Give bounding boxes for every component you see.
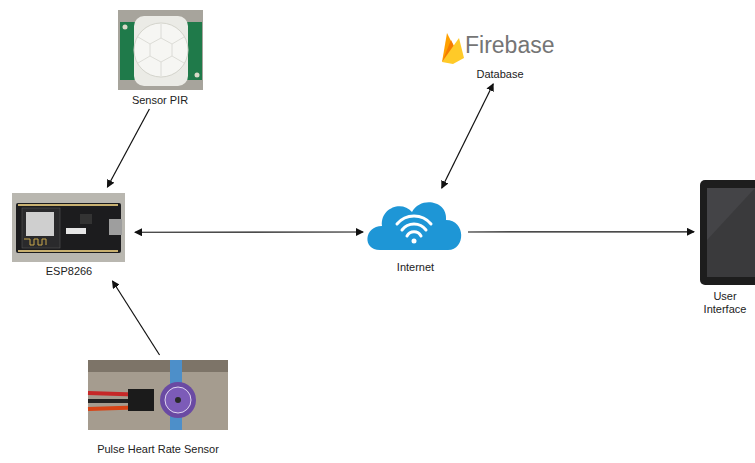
node-label: Database bbox=[432, 68, 568, 81]
board-node: ESP8266 bbox=[5, 190, 133, 278]
sensor-node: Sensor PIR bbox=[107, 8, 213, 107]
internet-cloud bbox=[367, 202, 461, 250]
node-label: ESP8266 bbox=[5, 265, 133, 278]
brand-text: Firebase bbox=[432, 28, 568, 62]
database-node: FirebaseDatabase bbox=[432, 28, 568, 81]
pulse-sensor-picture bbox=[88, 360, 228, 430]
arrow-connector bbox=[135, 231, 363, 232]
device-node: User Interface bbox=[697, 178, 753, 316]
cloud-node: Internet bbox=[365, 190, 466, 274]
arrow-connector bbox=[113, 281, 160, 355]
tablet-picture bbox=[700, 180, 755, 285]
node-label: Pulse Heart Rate Sensor bbox=[80, 443, 236, 456]
pir-sensor-picture bbox=[118, 10, 203, 90]
arrow-connector bbox=[468, 231, 694, 232]
node-label: Internet bbox=[365, 261, 466, 274]
esp8266-picture bbox=[12, 193, 125, 262]
arrow-connector bbox=[107, 109, 149, 187]
firebase-logo bbox=[442, 33, 464, 64]
arrow-connector bbox=[442, 84, 493, 188]
node-label: User Interface bbox=[697, 290, 753, 316]
node-label: Sensor PIR bbox=[107, 94, 213, 107]
sensor-node: Pulse Heart Rate Sensor bbox=[80, 357, 236, 456]
